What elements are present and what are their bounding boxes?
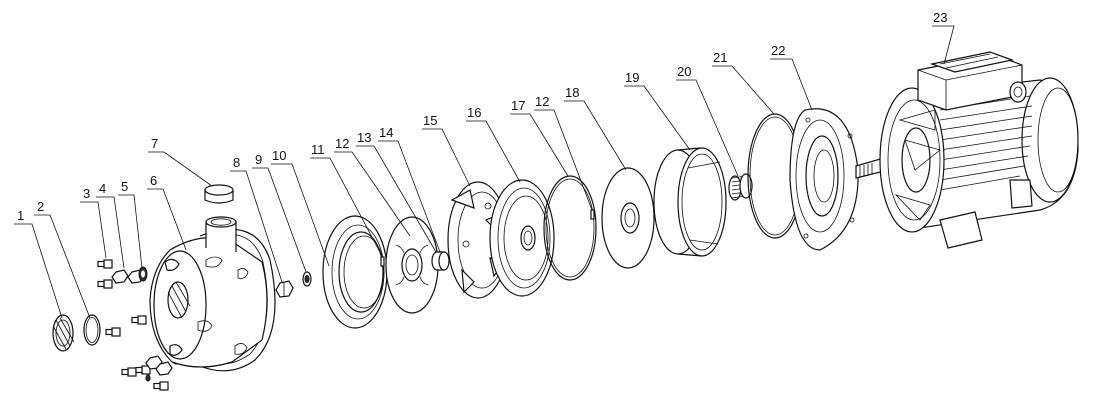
callout-9: 9 xyxy=(255,152,262,167)
part-7-cap xyxy=(204,184,234,204)
callout-10: 10 xyxy=(272,148,286,163)
callout-22: 22 xyxy=(771,43,785,58)
part-12-pin-b xyxy=(590,209,595,220)
callout-21: 21 xyxy=(713,50,727,65)
callout-2: 2 xyxy=(37,199,44,214)
callout-7: 7 xyxy=(151,136,158,151)
leader-lines xyxy=(14,25,955,319)
callout-20: 20 xyxy=(677,64,691,79)
callout-17: 17 xyxy=(511,98,525,113)
part-8-nut xyxy=(275,280,294,298)
part-1-plug xyxy=(52,314,75,352)
callout-8: 8 xyxy=(233,155,240,170)
part-12-pin xyxy=(380,256,385,267)
part-13-impeller xyxy=(385,216,439,314)
callout-19: 19 xyxy=(625,70,639,85)
callout-1: 1 xyxy=(17,208,24,223)
callout-16: 16 xyxy=(467,105,481,120)
part-14-bushing xyxy=(431,251,450,271)
callout-11: 11 xyxy=(311,142,325,157)
callout-5: 5 xyxy=(121,179,128,194)
part-2-o-ring xyxy=(83,314,101,346)
callout-13: 13 xyxy=(357,130,371,145)
part-17-o-ring xyxy=(543,175,597,281)
part-11-seal-ring xyxy=(322,215,388,329)
part-22-motor-flange xyxy=(789,108,859,251)
callout-23: 23 xyxy=(933,10,947,25)
part-9-washer xyxy=(302,271,312,287)
callout-labels: 1 2 3 4 5 6 7 8 9 10 11 12 13 14 15 16 1… xyxy=(17,10,947,223)
callout-3: 3 xyxy=(83,186,90,201)
part-23-motor xyxy=(855,51,1079,249)
callout-12-a: 12 xyxy=(335,136,349,151)
part-18-impeller xyxy=(601,167,655,269)
part-19-sleeve xyxy=(653,147,727,257)
callout-4: 4 xyxy=(99,181,106,196)
part-20-seal xyxy=(728,173,753,201)
part-3-bolts xyxy=(97,259,169,391)
callout-14: 14 xyxy=(379,125,393,140)
callout-6: 6 xyxy=(150,173,157,188)
part-6-pump-casing xyxy=(149,216,276,372)
callout-15: 15 xyxy=(423,113,437,128)
callout-12-b: 12 xyxy=(535,94,549,109)
part-16-stage-casing xyxy=(489,179,555,297)
callout-18: 18 xyxy=(565,85,579,100)
